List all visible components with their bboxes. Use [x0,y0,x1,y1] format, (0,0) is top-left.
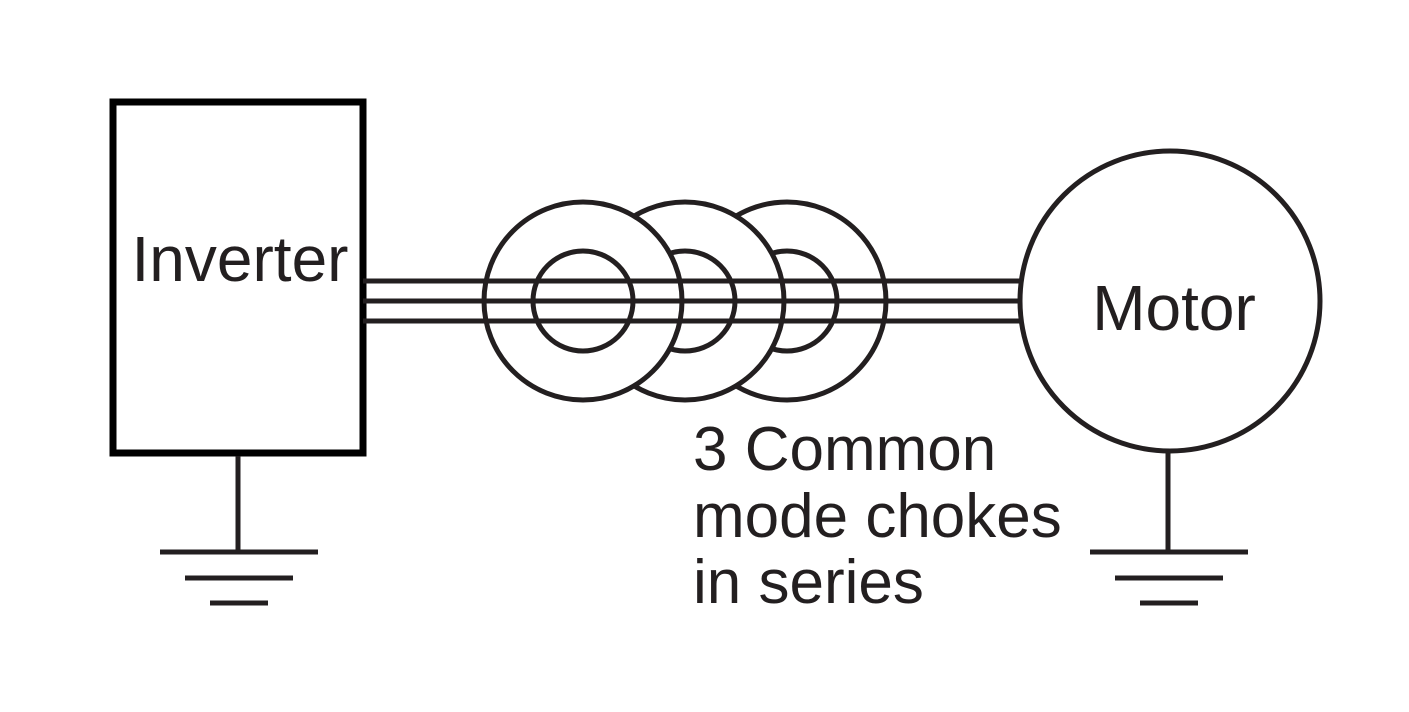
motor-label: Motor [1092,272,1256,344]
inverter-box [109,98,367,457]
motor-ground-symbol [1090,452,1248,606]
motor-circle [1017,148,1323,454]
choke-caption-line-1: 3 Common [693,415,996,484]
three-phase-conductors [363,278,1022,324]
inverter-label: Inverter [132,223,349,295]
choke-caption-line-2: mode chokes [693,482,1062,551]
choke-caption-line-3: in series [693,548,924,617]
inverter-ground-symbol [160,456,318,606]
